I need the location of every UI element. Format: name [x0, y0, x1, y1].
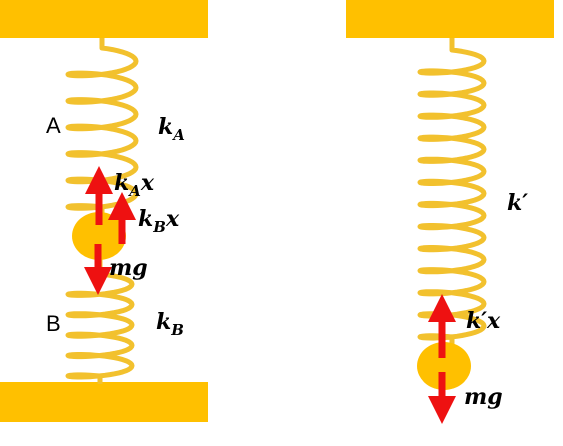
spring-right — [417, 38, 487, 345]
label-ka-sub: A — [171, 126, 185, 144]
label-kb-base: k — [156, 309, 171, 335]
top-wall-right — [346, 0, 554, 38]
label-kb-x-tail: x — [165, 206, 180, 232]
label-ka-x-sub: A — [127, 182, 141, 200]
label-mg-right: mg — [464, 384, 503, 410]
label-kb-x-sub: B — [152, 218, 166, 236]
label-k-prime-x: k′x — [466, 308, 501, 334]
label-ka: kA — [158, 114, 185, 144]
label-kb-x: kBx — [138, 206, 180, 236]
spring-b — [65, 256, 135, 384]
label-k-prime: k′ — [507, 190, 528, 216]
label-spring-a: A — [46, 113, 61, 138]
mass-left — [72, 212, 126, 260]
label-ka-base: k — [158, 114, 173, 140]
bottom-wall-left — [0, 382, 208, 422]
label-ka-x-tail: x — [140, 170, 155, 196]
label-kb-sub: B — [170, 321, 184, 339]
label-ka-x-base: k — [114, 170, 129, 196]
label-ka-x: kAx — [114, 170, 155, 200]
label-spring-b: B — [46, 311, 61, 336]
label-kb: kB — [156, 309, 184, 339]
top-wall-left — [0, 0, 208, 38]
label-mg-left: mg — [109, 255, 148, 281]
mass-right — [417, 342, 471, 390]
label-kb-x-base: k — [138, 206, 153, 232]
